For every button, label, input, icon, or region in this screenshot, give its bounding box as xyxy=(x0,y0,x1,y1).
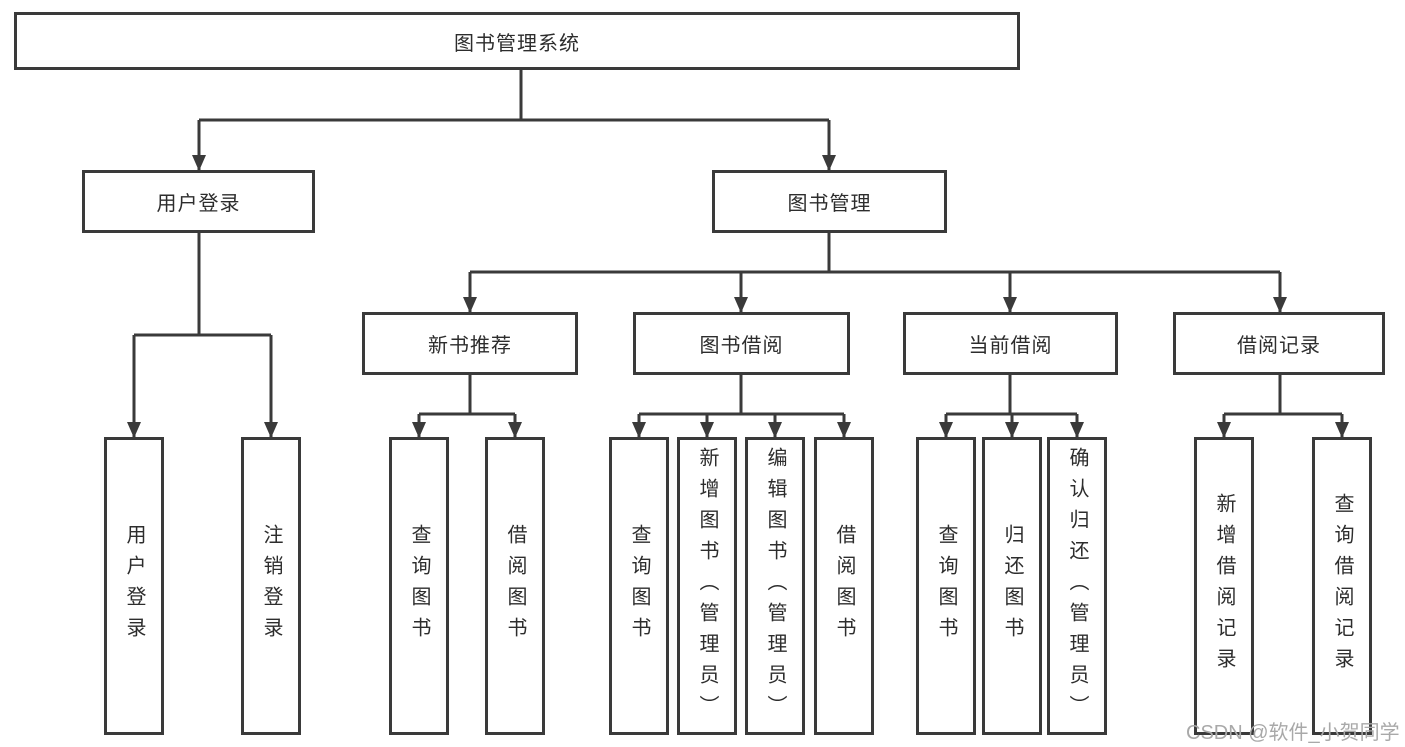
leaf-current-query-book: 查询图书 xyxy=(916,437,976,735)
node-borrow-records-label: 借阅记录 xyxy=(1237,335,1321,357)
node-new-book-rec: 新书推荐 xyxy=(362,312,578,375)
leaf-logout: 注销登录 xyxy=(241,437,301,735)
leaf-borrow-add-book-admin-label: 新增图书（管理员） xyxy=(696,446,718,726)
leaf-current-return-book-label: 归还图书 xyxy=(1001,524,1023,648)
node-book-borrow: 图书借阅 xyxy=(633,312,850,375)
leaf-borrow-add-book-admin: 新增图书（管理员） xyxy=(677,437,737,735)
csdn-watermark: CSDN @软件_小贺同学 xyxy=(1186,722,1400,744)
leaf-newrec-borrow-book: 借阅图书 xyxy=(485,437,545,735)
leaf-borrow-edit-book-admin: 编辑图书（管理员） xyxy=(745,437,805,735)
leaf-newrec-query-book-label: 查询图书 xyxy=(408,524,430,648)
node-book-mgmt: 图书管理 xyxy=(712,170,947,233)
leaf-borrow-borrow-book-label: 借阅图书 xyxy=(833,524,855,648)
leaf-current-query-book-label: 查询图书 xyxy=(935,524,957,648)
node-new-book-rec-label: 新书推荐 xyxy=(428,335,512,357)
node-user-login: 用户登录 xyxy=(82,170,315,233)
leaf-newrec-borrow-book-label: 借阅图书 xyxy=(504,524,526,648)
leaf-logout-label: 注销登录 xyxy=(260,524,282,648)
leaf-borrow-query-book: 查询图书 xyxy=(609,437,669,735)
leaf-current-confirm-return-admin-label: 确认归还（管理员） xyxy=(1066,446,1088,726)
connector-trunks xyxy=(134,70,1342,416)
node-root-system: 图书管理系统 xyxy=(14,12,1020,70)
node-borrow-records: 借阅记录 xyxy=(1173,312,1385,375)
leaf-records-query-record-label: 查询借阅记录 xyxy=(1331,493,1353,679)
node-root-label: 图书管理系统 xyxy=(454,32,580,55)
node-book-mgmt-label: 图书管理 xyxy=(787,193,872,215)
node-current-borrow: 当前借阅 xyxy=(903,312,1118,375)
node-current-borrow-label: 当前借阅 xyxy=(968,335,1053,357)
node-user-login-label: 用户登录 xyxy=(156,193,241,215)
leaf-user-login: 用户登录 xyxy=(104,437,164,735)
leaf-records-add-record: 新增借阅记录 xyxy=(1194,437,1254,735)
leaf-records-add-record-label: 新增借阅记录 xyxy=(1213,493,1235,679)
leaf-borrow-edit-book-admin-label: 编辑图书（管理员） xyxy=(764,446,786,726)
leaf-records-query-record: 查询借阅记录 xyxy=(1312,437,1372,735)
leaf-borrow-borrow-book: 借阅图书 xyxy=(814,437,874,735)
leaf-user-login-label: 用户登录 xyxy=(123,524,145,648)
leaf-current-confirm-return-admin: 确认归还（管理员） xyxy=(1047,437,1107,735)
leaf-borrow-query-book-label: 查询图书 xyxy=(628,524,650,648)
node-book-borrow-label: 图书借阅 xyxy=(699,335,784,357)
leaf-newrec-query-book: 查询图书 xyxy=(389,437,449,735)
leaf-current-return-book: 归还图书 xyxy=(982,437,1042,735)
